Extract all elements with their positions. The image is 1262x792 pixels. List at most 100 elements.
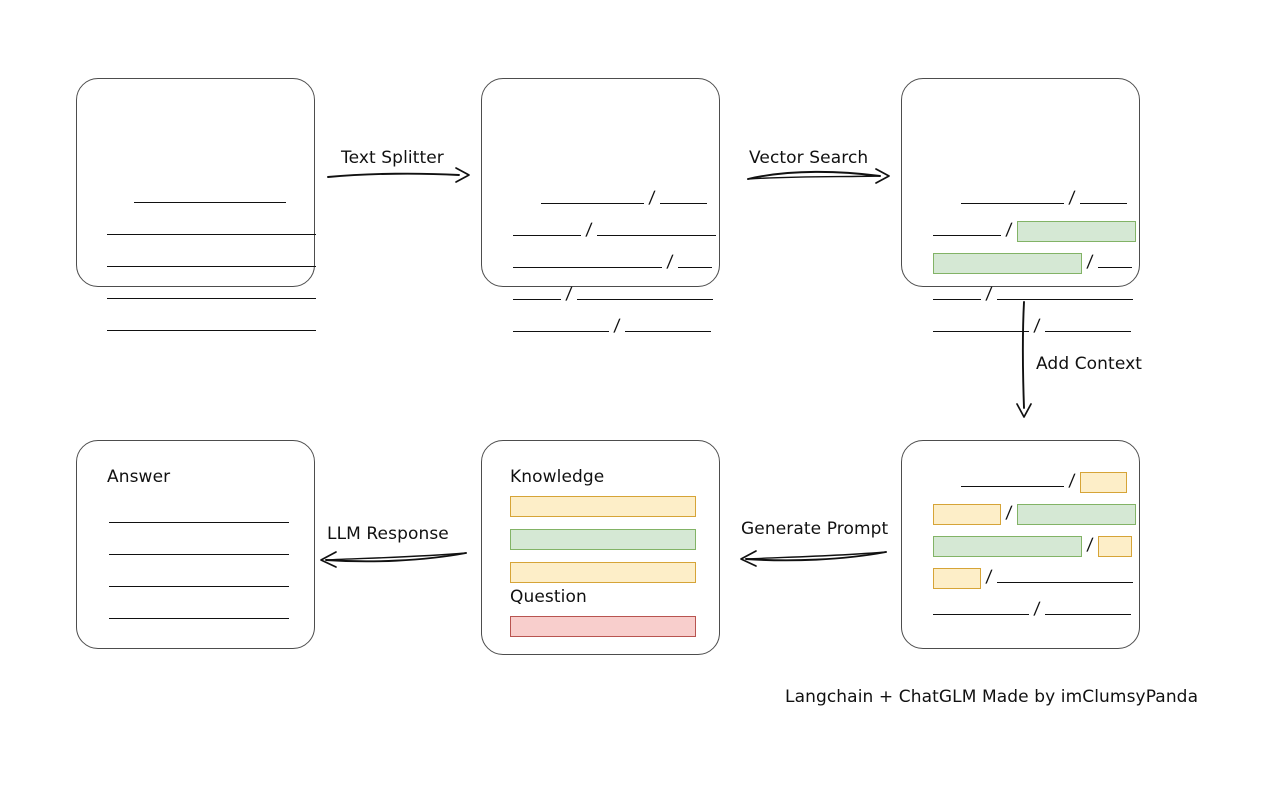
context-chunk-highlight-green — [1016, 503, 1136, 525]
split-chunks-card[interactable]: / / / / / — [481, 78, 720, 336]
chunk-separator: / — [648, 187, 656, 208]
line-segment — [513, 267, 662, 268]
chunk-line: / — [933, 251, 1132, 274]
edge-vector-search — [746, 160, 891, 190]
chunk-separator: / — [565, 283, 573, 304]
matched-chunk-highlight-green — [933, 252, 1082, 274]
edge-label-llm-response: LLM Response — [327, 524, 449, 544]
prompt-card[interactable]: Knowledge Question — [481, 440, 720, 655]
edge-label-generate-prompt: Generate Prompt — [741, 519, 889, 539]
context-chunk-highlight-yellow — [1079, 471, 1127, 493]
line-segment — [134, 202, 286, 203]
edge-generate-prompt — [738, 544, 888, 574]
chunk-line: / — [513, 283, 713, 304]
answer-heading: Answer — [107, 467, 171, 487]
answer-line — [109, 607, 289, 621]
context-chunk-highlight-green — [933, 535, 1082, 557]
footer-credit: Langchain + ChatGLM Made by imClumsyPand… — [785, 687, 1199, 707]
chunk-separator: / — [985, 283, 993, 304]
line-segment — [513, 235, 581, 236]
line-segment — [109, 586, 289, 587]
answer-line — [109, 575, 289, 589]
document-line — [107, 255, 316, 269]
question-bar — [510, 616, 696, 637]
answer-line — [109, 511, 289, 525]
line-segment — [1079, 203, 1127, 204]
line-segment — [107, 266, 316, 267]
chunk-separator: / — [1005, 219, 1013, 240]
line-segment — [1097, 267, 1132, 268]
edge-llm-response — [318, 544, 468, 574]
line-segment — [107, 234, 316, 235]
chunk-line: / — [541, 187, 707, 208]
chunk-separator: / — [1033, 598, 1041, 619]
context-chunk-highlight-yellow — [1097, 535, 1132, 557]
document-line — [134, 191, 286, 205]
chunk-line: / — [933, 219, 1136, 242]
line-segment — [677, 267, 712, 268]
line-segment — [107, 298, 316, 299]
answer-line — [109, 543, 289, 557]
edge-text-splitter — [326, 160, 471, 190]
chunk-separator: / — [666, 251, 674, 272]
chunk-separator: / — [613, 315, 621, 336]
line-segment — [933, 299, 981, 300]
chunk-line: / — [933, 598, 1131, 619]
document-line — [107, 223, 316, 237]
source-document-card[interactable] — [76, 78, 316, 331]
line-segment — [933, 235, 1001, 236]
context-chunks-lines: / / / / / — [902, 441, 1139, 648]
chunk-line: / — [933, 567, 1133, 589]
chunk-separator: / — [1086, 251, 1094, 272]
line-segment — [576, 299, 713, 300]
knowledge-bar — [510, 529, 696, 550]
chunk-separator: / — [1086, 534, 1094, 555]
split-chunks-lines: / / / / / — [482, 79, 719, 336]
line-segment — [513, 331, 609, 332]
line-segment — [933, 614, 1029, 615]
context-chunks-card[interactable]: / / / / / — [901, 440, 1140, 649]
matched-chunks-card[interactable]: / / / / / — [901, 78, 1140, 336]
line-segment — [961, 486, 1064, 487]
chunk-line: / — [961, 470, 1127, 493]
edge-add-context — [1008, 300, 1040, 418]
prompt-card-content: Knowledge Question — [482, 441, 719, 654]
context-chunk-highlight-yellow — [933, 567, 981, 589]
matched-chunks-lines: / / / / / — [902, 79, 1139, 336]
chunk-separator: / — [1005, 502, 1013, 523]
edge-label-text-splitter: Text Splitter — [341, 148, 444, 168]
line-segment — [1044, 614, 1131, 615]
chunk-line: / — [933, 316, 1131, 336]
line-segment — [109, 618, 289, 619]
source-document-lines — [77, 79, 316, 331]
chunk-line: / — [513, 219, 716, 240]
context-chunk-highlight-yellow — [933, 503, 1001, 525]
line-segment — [659, 203, 707, 204]
line-segment — [624, 331, 711, 332]
line-segment — [107, 330, 316, 331]
edge-label-vector-search: Vector Search — [749, 148, 869, 168]
question-heading: Question — [510, 587, 587, 607]
answer-card-content: Answer — [77, 441, 314, 648]
document-line — [107, 287, 316, 301]
line-segment — [1044, 331, 1131, 332]
knowledge-bar — [510, 562, 696, 583]
line-segment — [513, 299, 561, 300]
chunk-line: / — [933, 502, 1136, 525]
chunk-line: / — [513, 251, 712, 272]
answer-card[interactable]: Answer — [76, 440, 315, 649]
chunk-separator: / — [1068, 470, 1076, 491]
line-segment — [996, 299, 1133, 300]
line-segment — [961, 203, 1064, 204]
edge-label-add-context: Add Context — [1036, 354, 1143, 374]
chunk-line: / — [961, 188, 1127, 208]
chunk-separator: / — [585, 219, 593, 240]
line-segment — [109, 522, 289, 523]
line-segment — [996, 582, 1133, 583]
line-segment — [933, 331, 1029, 332]
knowledge-bar — [510, 496, 696, 517]
chunk-line: / — [513, 315, 711, 336]
line-segment — [541, 203, 644, 204]
line-segment — [596, 235, 716, 236]
document-line — [107, 319, 316, 333]
